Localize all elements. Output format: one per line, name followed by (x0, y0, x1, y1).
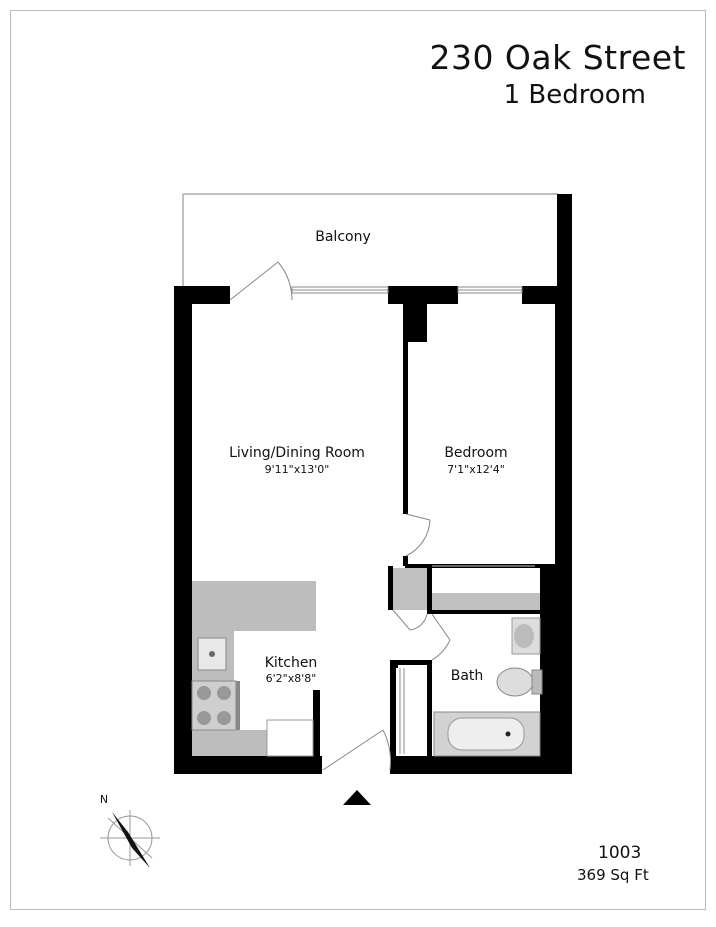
balcony-label: Balcony (315, 229, 371, 245)
unit-area: 369 Sq Ft (577, 866, 649, 884)
windows (291, 286, 523, 294)
balcony (182, 193, 572, 286)
kitchen-dims: 6'2"x8'8" (266, 672, 317, 685)
page-frame (10, 10, 706, 910)
bedroom-dims: 7'1"x12'4" (447, 463, 505, 476)
page-title: 230 Oak Street (429, 38, 686, 77)
unit-type: 1 Bedroom (503, 80, 646, 110)
doors (229, 261, 535, 771)
bedroom-label: Bedroom (444, 445, 507, 461)
kitchen-fixtures (191, 581, 316, 757)
living-room-dims: 9'11"x13'0" (265, 463, 330, 476)
kitchen-label: Kitchen (265, 655, 318, 671)
bath-fixtures (433, 617, 543, 757)
unit-number: 1003 (598, 843, 642, 863)
compass-north-label: N (100, 793, 108, 806)
entrance-arrow (343, 790, 371, 805)
bath-label: Bath (451, 668, 484, 684)
compass-icon (100, 810, 160, 868)
exterior-walls (174, 286, 572, 774)
living-room-label: Living/Dining Room (229, 445, 365, 461)
closets (393, 568, 540, 610)
